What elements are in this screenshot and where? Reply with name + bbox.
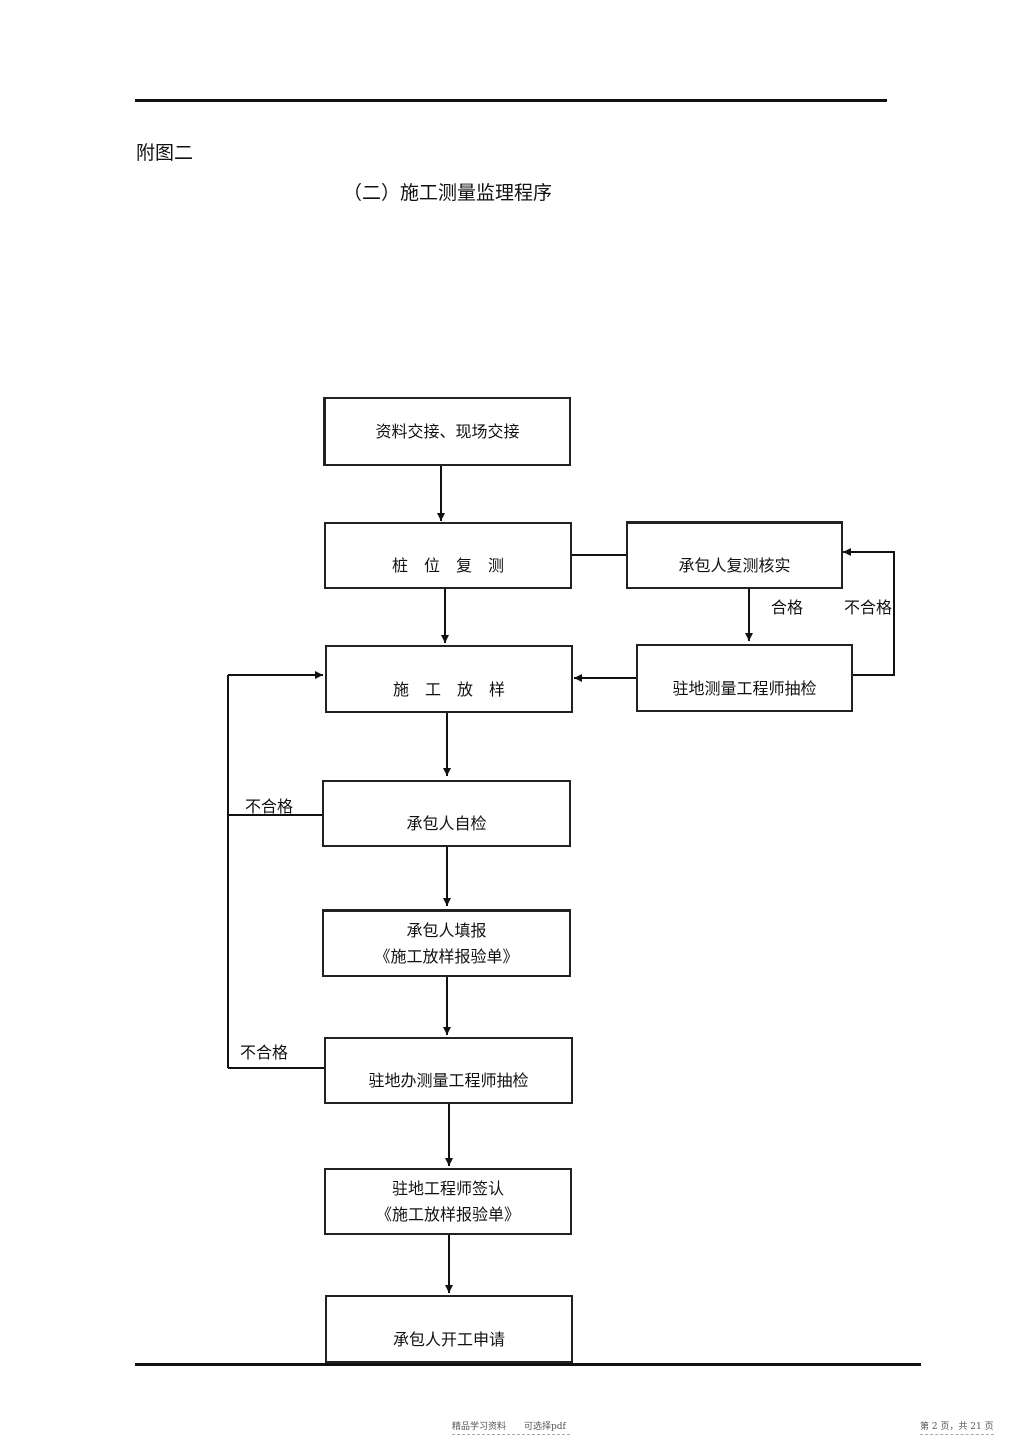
- report-box: 承包人填报 《施工放样报验单》: [322, 909, 571, 977]
- page-number: 第 2 页，共 21 页: [920, 1422, 994, 1432]
- top-rule: [135, 99, 887, 102]
- bottom-rule: [135, 1363, 921, 1366]
- fail-label-officecheck: 不合格: [240, 1043, 289, 1062]
- footer-note-underline: [452, 1434, 570, 1435]
- sign-line1: 驻地工程师签认: [391, 1178, 504, 1198]
- handover-text: 资料交接、现场交接: [375, 421, 520, 441]
- page-number-underline: [920, 1434, 994, 1435]
- page-title: （二）施工测量监理程序: [343, 182, 553, 204]
- sign-line2: 《施工放样报验单》: [375, 1204, 520, 1224]
- self-check-box: 承包人自检: [322, 780, 571, 847]
- stake-recheck-text: 桩 位 复 测: [391, 556, 504, 575]
- pass-label: 合格: [771, 598, 804, 617]
- construction-layout-box: 施 工 放 样: [325, 645, 573, 713]
- report-line1: 承包人填报: [406, 920, 487, 940]
- contractor-verify-box: 承包人复测核实: [626, 521, 843, 589]
- report-line2: 《施工放样报验单》: [374, 946, 519, 966]
- resident-check-box: 驻地测量工程师抽检: [636, 644, 853, 712]
- fail-label-selfcheck: 不合格: [245, 797, 294, 816]
- start-request-box: 承包人开工申请: [325, 1295, 573, 1363]
- engineer-sign-box: 驻地工程师签认 《施工放样报验单》: [324, 1168, 572, 1235]
- self-check-text: 承包人自检: [406, 814, 487, 833]
- handover-box: 资料交接、现场交接: [323, 397, 571, 466]
- construction-layout-text: 施 工 放 样: [392, 680, 505, 699]
- office-check-text: 驻地办测量工程师抽检: [368, 1071, 529, 1090]
- appendix-label: 附图二: [136, 142, 194, 164]
- resident-check-text: 驻地测量工程师抽检: [672, 679, 817, 698]
- start-request-text: 承包人开工申请: [392, 1330, 505, 1349]
- footer-note: 精品学习资料 可选择pdf: [452, 1422, 566, 1432]
- fail-label-right: 不合格: [844, 598, 893, 617]
- contractor-verify-text: 承包人复测核实: [678, 556, 791, 575]
- loop-resident-fail: [843, 548, 895, 676]
- office-check-box: 驻地办测量工程师抽检: [324, 1037, 573, 1104]
- stake-recheck-box: 桩 位 复 测: [324, 522, 572, 589]
